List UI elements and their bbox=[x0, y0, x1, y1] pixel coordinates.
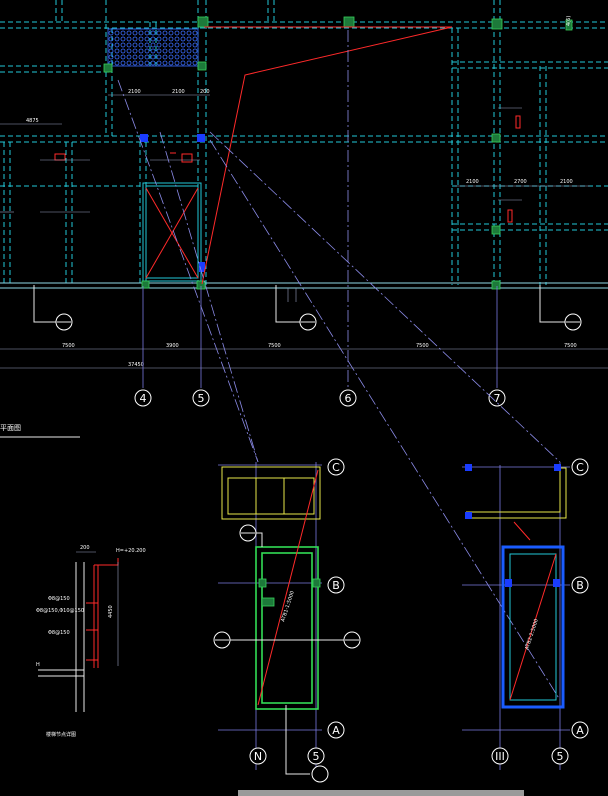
dim-left1: 4875 bbox=[26, 118, 39, 124]
dim-d5: 7500 bbox=[564, 343, 577, 349]
detail2-axis-b: B bbox=[576, 579, 584, 592]
dim-top2: 2100 bbox=[172, 89, 185, 95]
axis-7: 7 bbox=[494, 392, 501, 405]
dim-right1: 2100 bbox=[466, 179, 479, 185]
detail1-axis-n: N bbox=[254, 750, 262, 763]
rebar-note-2: Φ8@150,Φ10@150 bbox=[36, 608, 84, 614]
dim-d2: 3900 bbox=[166, 343, 179, 349]
detail2-axis-a: A bbox=[576, 724, 584, 737]
horizontal-scrollbar[interactable] bbox=[238, 790, 524, 796]
detail1-axis-b: B bbox=[332, 579, 340, 592]
stair-detail-2: ATB2-2:5000 C B A III 5 bbox=[462, 458, 589, 770]
section-marks bbox=[33, 285, 582, 331]
rebar-note-1: Φ8@150 bbox=[48, 596, 70, 602]
dim-d3: 7500 bbox=[268, 343, 281, 349]
beam-grid-plan bbox=[0, 0, 608, 289]
dim-top3: 200 bbox=[200, 89, 210, 95]
dim-total: 37450 bbox=[128, 362, 144, 368]
stair-opening-plan bbox=[142, 182, 202, 282]
det-dim1: 200 bbox=[80, 545, 90, 551]
rebar-note-3: Φ8@150 bbox=[48, 630, 70, 636]
det-dim2: 4450 bbox=[108, 605, 114, 618]
dimension-strings: 7500 3900 7500 7500 7500 37450 bbox=[0, 343, 608, 369]
axis-4: 4 bbox=[140, 392, 147, 405]
section-detail: 200 4450 H=+20.200 Φ8@150 Φ8@150,Φ10@150… bbox=[36, 545, 146, 738]
stair-note-1: ATB1-1:5000 bbox=[280, 590, 296, 622]
stair-detail-1: ATB1-1:5000 C B A N 5 bbox=[213, 458, 361, 783]
grid-lines bbox=[142, 30, 498, 388]
section-title: 平面图 bbox=[0, 424, 21, 432]
elev-top: H=+20.200 bbox=[116, 548, 146, 554]
dim-d1: 7500 bbox=[62, 343, 75, 349]
red-leaders-plan bbox=[54, 26, 521, 285]
detail1-axis-a: A bbox=[332, 724, 340, 737]
detail2-axis-5: 5 bbox=[557, 750, 564, 763]
detail2-axis-iii: III bbox=[495, 750, 505, 763]
dim-d4: 7500 bbox=[416, 343, 429, 349]
dim-top1: 2100 bbox=[128, 89, 141, 95]
dim-right2: 2700 bbox=[514, 179, 527, 185]
stair-note-2: ATB2-2:5000 bbox=[524, 618, 540, 650]
axis-6: 6 bbox=[345, 392, 352, 405]
axis-5: 5 bbox=[198, 392, 205, 405]
detail1-axis-c: C bbox=[332, 461, 340, 474]
dim-right3: 2100 bbox=[560, 179, 573, 185]
hatched-slab bbox=[107, 28, 199, 67]
axis-bubbles-plan: 4 5 6 7 bbox=[134, 389, 506, 407]
right-edge-note: 4(6) bbox=[566, 16, 572, 26]
plan-small-dims: 2100 2100 200 4875 2100 2700 2100 bbox=[0, 89, 590, 302]
detail2-axis-c: C bbox=[576, 461, 584, 474]
detail-title: 楼梯节点详图 bbox=[46, 731, 76, 738]
detail1-axis-5: 5 bbox=[313, 750, 320, 763]
elev-bot: H bbox=[36, 662, 40, 668]
